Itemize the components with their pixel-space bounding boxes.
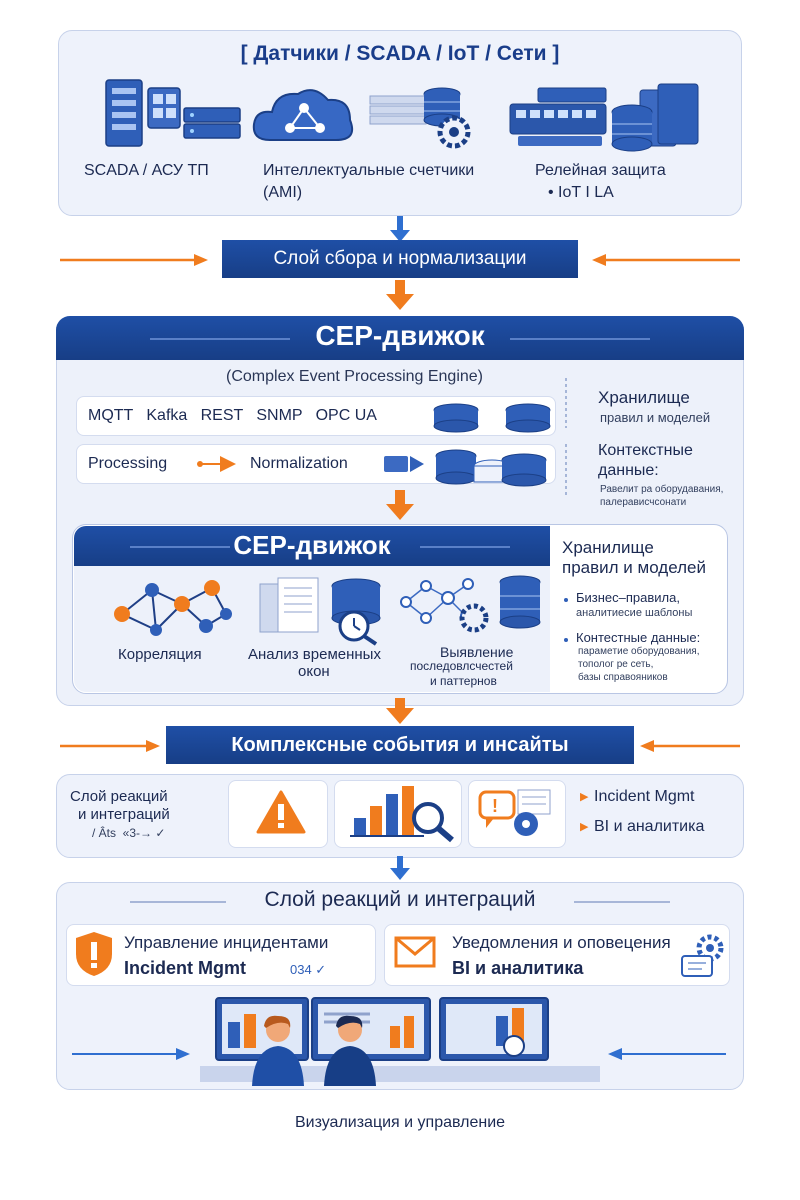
arrow-down-orange-icon xyxy=(386,490,414,520)
patterns-label-1: Выявление xyxy=(440,644,514,660)
reactions-title: Слой реакций и интеграций xyxy=(264,888,536,911)
arrow-right-icon xyxy=(60,254,208,266)
protocols-label: MQTT Kafka REST SNMP OPC UA xyxy=(88,407,377,424)
windows-label-2: окон xyxy=(298,663,330,680)
svg-text:!: ! xyxy=(492,796,498,816)
notifications-card[interactable] xyxy=(384,924,730,986)
storage-subtitle: правил и моделей xyxy=(600,410,711,425)
reactions-small-line3: / Âts «3-→ ✓ xyxy=(92,826,166,840)
inner-bullet-1a: Бизнес–правила, xyxy=(576,590,680,605)
bullet-icon xyxy=(564,638,568,642)
source-scada-label: SCADA / АСУ ТП xyxy=(84,162,209,179)
source-ami-label-2: (AMI) xyxy=(263,184,303,201)
processing-label: Processing xyxy=(88,455,168,472)
footer-label: Визуализация и управление xyxy=(294,1114,506,1131)
shield-alert-icon xyxy=(76,932,112,976)
inner-bullet-2a: Контестные данные: xyxy=(576,630,701,645)
arrow-down-orange-icon xyxy=(386,698,414,724)
storage-title: Хранилище xyxy=(598,388,690,407)
arrow-down-icon xyxy=(390,856,410,880)
patterns-gear-icon xyxy=(400,575,541,633)
arrow-left-icon xyxy=(608,1048,726,1060)
correlation-graph-icon xyxy=(114,580,232,636)
context-sub-2: палерaвисчсонати xyxy=(600,497,687,508)
correlation-label: Корреляция xyxy=(118,646,202,663)
control-room-illustration xyxy=(200,997,600,1086)
cloud-network-icon xyxy=(252,89,354,141)
process-arrow-icon xyxy=(197,456,236,472)
source-relay-label-2: • IoT I LA xyxy=(548,184,614,201)
inner-storage-title-2: правил и моделей xyxy=(562,558,706,577)
sources-title: [ Датчики / SCADA / IoT / Сети ] xyxy=(240,42,560,65)
notify-line2: BI и аналитика xyxy=(452,958,584,978)
network-switch-icon xyxy=(509,83,699,152)
reactions-small-right1: Incident Mgmt xyxy=(594,788,695,805)
envelope-icon xyxy=(394,936,436,968)
inner-bullet-2d: базы справояников xyxy=(578,672,668,683)
incidents-line1: Управление инцидентами xyxy=(124,933,329,952)
header-line-icon xyxy=(130,546,510,548)
context-sub-1: Равелит ра оборудавания, xyxy=(600,484,724,495)
server-rack-icon xyxy=(105,79,241,147)
inner-storage-title-1: Хранилище xyxy=(562,538,654,557)
bar-chart-search-icon xyxy=(350,786,454,843)
cep-inner-header xyxy=(74,526,550,566)
incidents-line2: Incident Mgmt xyxy=(124,958,246,978)
reactions-small-right2: BI и аналитика xyxy=(594,818,705,835)
collect-layer-bar: Слой сбора и нормализации xyxy=(222,240,578,278)
arrow-left-icon xyxy=(592,254,740,266)
complex-events-bar: Комплексные события и инсайты xyxy=(166,726,634,764)
inner-bullet-2c: тополог ре сеть, xyxy=(578,659,654,670)
bracket-icon xyxy=(565,378,567,498)
inner-bullet-1b: аналитиесие шаблоны xyxy=(576,607,693,619)
reactions-small-line2: и интеграций xyxy=(78,806,170,823)
warning-icon xyxy=(256,790,306,834)
normalize-db-icon xyxy=(384,449,547,487)
header-line-icon xyxy=(150,338,650,340)
cep-inner-title: CEP-движок xyxy=(233,530,391,560)
chat-gear-icon: ! xyxy=(478,789,551,836)
context-title: Контекстные xyxy=(598,442,693,459)
notify-line1: Уведомления и оповецения xyxy=(452,933,671,952)
arrow-left-icon xyxy=(640,740,740,752)
inner-bullet-2b: парамeтие оборудования, xyxy=(578,646,700,657)
arrow-right-icon xyxy=(72,1048,190,1060)
databases-icon xyxy=(433,403,551,433)
arrow-bullet-icon: ▶ xyxy=(580,821,589,833)
reactions-small-line1: Слой реакций xyxy=(70,788,168,805)
patterns-label-3: и паттернов xyxy=(430,674,497,688)
normalization-label: Normalization xyxy=(250,455,348,472)
title-line-icon xyxy=(130,901,670,903)
arrow-down-icon xyxy=(390,216,410,242)
source-ami-label-1: Интеллектуальные счетчики xyxy=(263,162,475,179)
incidents-card[interactable] xyxy=(66,924,376,986)
arrow-right-icon xyxy=(60,740,160,752)
database-gear-icon xyxy=(369,87,471,149)
bullet-icon xyxy=(564,598,568,602)
settings-chat-icon xyxy=(681,934,724,977)
cep-engine-title: CEP-движок xyxy=(315,320,485,351)
arrow-down-orange-icon xyxy=(386,280,414,310)
patterns-label-2: последовлсчестей xyxy=(410,659,513,673)
windows-label-1: Анализ временных xyxy=(248,646,381,663)
arrow-bullet-icon: ▶ xyxy=(580,791,589,803)
time-windows-icon xyxy=(259,577,381,646)
incidents-extra: 034 ✓ xyxy=(290,962,327,977)
cep-engine-header xyxy=(56,316,744,360)
cep-engine-subtitle: (Complex Event Processing Engine) xyxy=(226,368,484,385)
context-title-2: данные: xyxy=(598,462,659,479)
source-relay-label-1: Релейная защита xyxy=(535,162,666,179)
